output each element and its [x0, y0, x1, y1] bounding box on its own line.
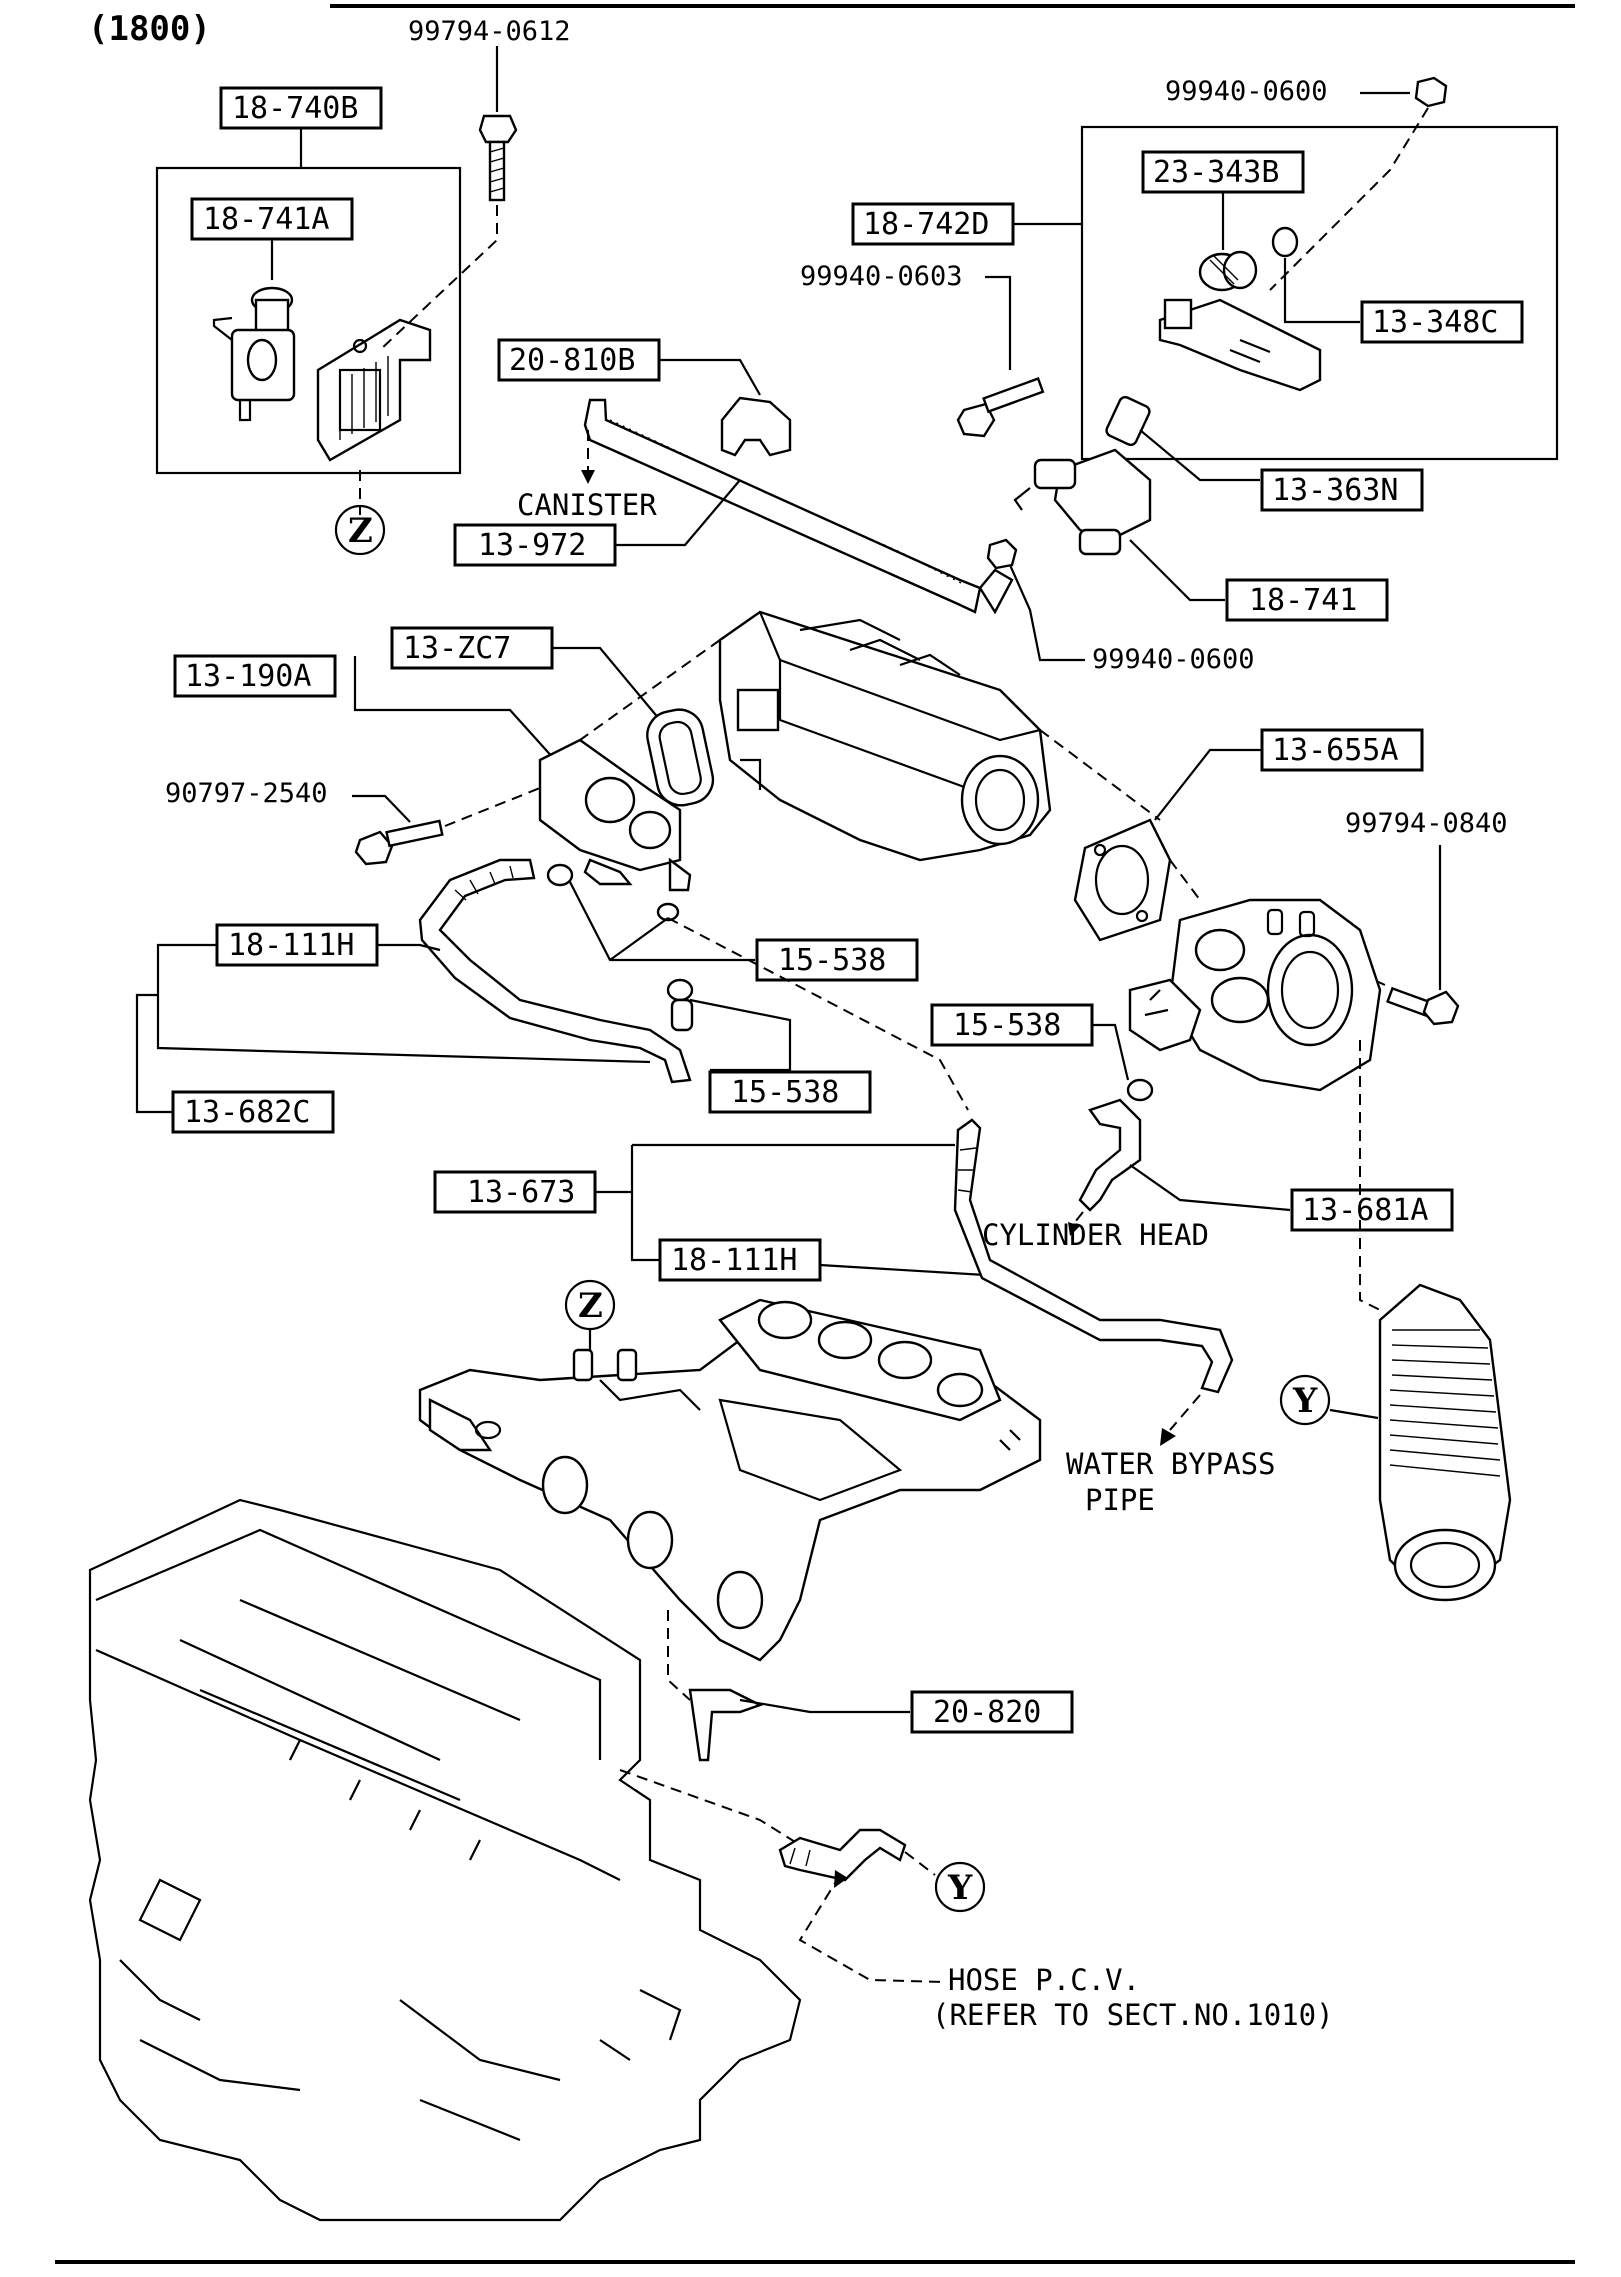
ref-20-810B[interactable]: 20-810B — [497, 338, 661, 382]
svg-text:18-740B: 18-740B — [232, 91, 358, 126]
clamp-c — [1126, 1078, 1154, 1102]
svg-text:23-343B: 23-343B — [1153, 155, 1279, 190]
label-cylinder-head: CYLINDER HEAD — [982, 1218, 1209, 1252]
svg-text:18-742D: 18-742D — [863, 207, 989, 242]
ref-15-538-b[interactable]: 15-538 — [930, 1003, 1094, 1047]
vsv-bracket — [1158, 298, 1322, 392]
part-number-bolt-valve: 90797-2540 — [165, 778, 328, 809]
ref-13-190A[interactable]: 13-190A — [173, 654, 337, 698]
water-bypass-hose — [953, 1118, 1234, 1394]
svg-text:Z: Z — [578, 1286, 603, 1326]
upper-intake-plenum — [718, 610, 1052, 862]
bolt-bracket — [956, 377, 1045, 438]
ref-13-972[interactable]: 13-972 — [453, 523, 617, 567]
ref-15-538-c[interactable]: 15-538 — [708, 1070, 872, 1114]
nut-top-right — [1414, 76, 1448, 108]
svg-text:18-111H: 18-111H — [671, 1243, 797, 1278]
ref-13-348C[interactable]: 13-348C — [1360, 300, 1524, 344]
ref-13-682C[interactable]: 13-682C — [171, 1090, 335, 1134]
ref-20-820[interactable]: 20-820 — [910, 1690, 1074, 1734]
svg-text:Y: Y — [1292, 1381, 1318, 1421]
label-hose-pcv-2: (REFER TO SECT.NO.1010) — [932, 1998, 1334, 2032]
marker-y-bottom: Y — [934, 1861, 986, 1913]
hose-clip — [720, 396, 792, 457]
cylinder-head-hose — [1078, 1098, 1142, 1212]
gasket-ring — [646, 708, 715, 807]
vacuum-switching-valve — [1013, 395, 1152, 556]
svg-text:20-820: 20-820 — [933, 1695, 1041, 1730]
pcv-hose — [778, 1828, 907, 1882]
ref-13-681A[interactable]: 13-681A — [1290, 1188, 1454, 1232]
idle-air-control-valve — [538, 738, 692, 892]
ref-18-741[interactable]: 18-741 — [1225, 578, 1389, 622]
collar — [1271, 226, 1299, 258]
bolt-throttle — [1386, 986, 1460, 1026]
ref-18-111H-b[interactable]: 18-111H — [658, 1238, 822, 1282]
engine-code: (1800) — [88, 9, 211, 49]
svg-text:Z: Z — [348, 511, 373, 551]
ref-18-742D[interactable]: 18-742D — [851, 202, 1015, 246]
svg-text:18-111H: 18-111H — [228, 928, 354, 963]
part-number-nut-top-right: 99940-0600 — [1165, 76, 1328, 107]
svg-text:13-363N: 13-363N — [1272, 473, 1398, 508]
part-number-bolt-top: 99794-0612 — [408, 16, 571, 47]
label-water-bypass-2: PIPE — [1085, 1483, 1155, 1517]
throttle-gasket — [1073, 818, 1172, 942]
engine-block — [88, 1498, 802, 2222]
canister-hose — [583, 398, 1014, 615]
ref-18-740B[interactable]: 18-740B — [219, 86, 383, 130]
svg-text:13-ZC7: 13-ZC7 — [403, 631, 511, 666]
label-hose-pcv-1: HOSE P.C.V. — [948, 1963, 1140, 1997]
marker-y-right: Y — [1279, 1374, 1331, 1426]
bolt-top — [478, 114, 518, 202]
ref-15-538-a[interactable]: 15-538 — [755, 938, 919, 982]
ref-13-363N[interactable]: 13-363N — [1260, 468, 1424, 512]
clamp-a — [546, 863, 574, 887]
svg-text:15-538: 15-538 — [953, 1008, 1061, 1043]
solenoid-bracket — [316, 318, 432, 462]
svg-text:13-655A: 13-655A — [1272, 733, 1398, 768]
part-number-nut-valve: 99940-0600 — [1092, 644, 1255, 675]
canister-arrow — [581, 470, 595, 484]
label-water-bypass-1: WATER BYPASS — [1066, 1447, 1276, 1481]
svg-text:15-538: 15-538 — [731, 1075, 839, 1110]
label-canister: CANISTER — [517, 488, 657, 522]
bolt-valve — [354, 819, 444, 866]
vsv-assembly-frame — [1080, 125, 1559, 461]
ref-18-741A[interactable]: 18-741A — [190, 197, 354, 241]
part-number-bolt-throttle: 99794-0840 — [1345, 808, 1508, 839]
throttle-body — [1128, 898, 1382, 1092]
ref-13-655A[interactable]: 13-655A — [1260, 728, 1424, 772]
svg-text:13-972: 13-972 — [478, 528, 586, 563]
svg-text:18-741A: 18-741A — [203, 202, 329, 237]
air-intake-duct — [1378, 1283, 1512, 1602]
ref-23-343B[interactable]: 23-343B — [1141, 150, 1305, 194]
svg-text:Y: Y — [947, 1868, 973, 1908]
nut-valve — [986, 538, 1018, 570]
svg-text:15-538: 15-538 — [778, 943, 886, 978]
ref-18-111H-a[interactable]: 18-111H — [215, 923, 379, 967]
svg-text:13-682C: 13-682C — [184, 1095, 310, 1130]
marker-z-top: Z — [334, 504, 386, 556]
rubber-insulator — [1198, 250, 1258, 292]
svg-text:13-348C: 13-348C — [1372, 305, 1498, 340]
solenoid-valve — [212, 286, 296, 422]
manifold-bracket — [688, 1688, 764, 1762]
svg-text:13-681A: 13-681A — [1302, 1193, 1428, 1228]
intake-manifold — [418, 1298, 1042, 1662]
svg-text:13-673: 13-673 — [467, 1175, 575, 1210]
iac-hose — [418, 858, 694, 1084]
svg-text:18-741: 18-741 — [1249, 583, 1357, 618]
clamp-b — [656, 902, 680, 922]
marker-z-manifold: Z — [564, 1279, 616, 1331]
ref-13-673[interactable]: 13-673 — [433, 1170, 597, 1214]
ref-13-ZC7[interactable]: 13-ZC7 — [390, 626, 554, 670]
svg-text:13-190A: 13-190A — [185, 659, 311, 694]
part-number-bolt-bracket: 99940-0603 — [800, 261, 963, 292]
solenoid-assembly-frame — [155, 166, 462, 475]
svg-text:20-810B: 20-810B — [509, 343, 635, 378]
